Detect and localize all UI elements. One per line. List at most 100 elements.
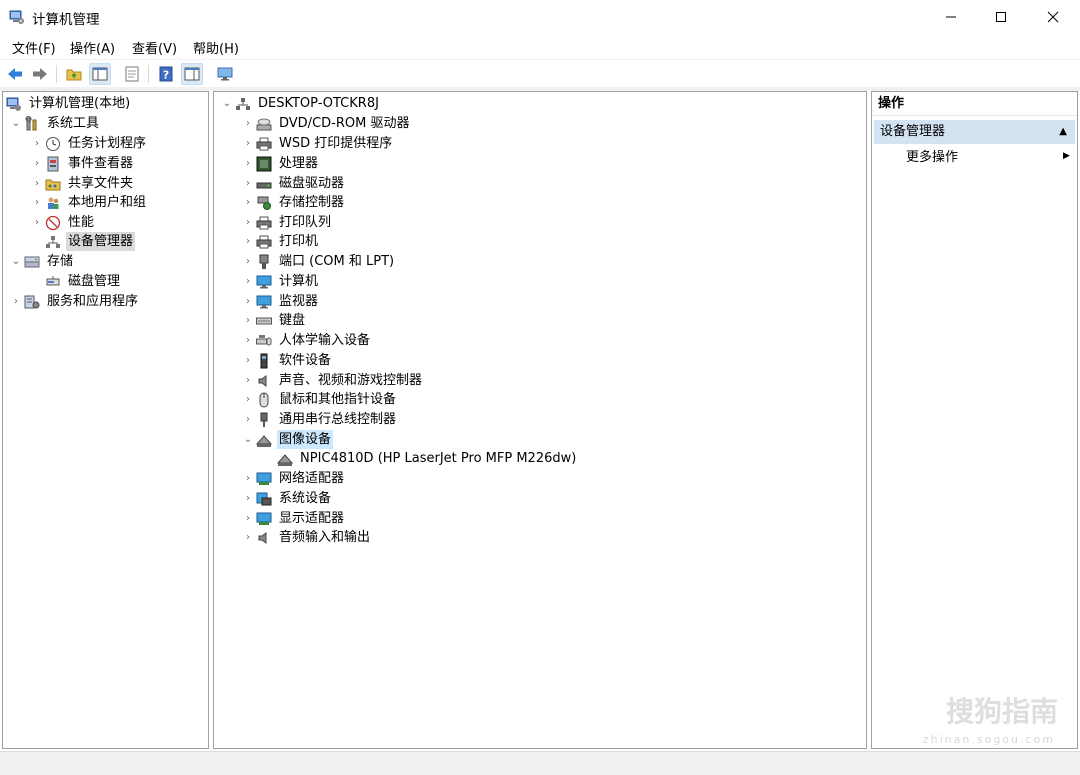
chevron-right-icon[interactable]: › <box>35 217 39 228</box>
scan-hardware-button[interactable] <box>214 63 236 85</box>
tree-item-performance[interactable]: › 性能 <box>30 213 96 232</box>
watermark-logo: 搜狗指南 <box>945 695 1058 728</box>
chevron-right-icon[interactable]: › <box>35 197 39 208</box>
tree-item-local-users-groups[interactable]: › 本地用户和组 <box>30 193 148 212</box>
disk-management-icon <box>44 273 62 291</box>
chevron-right-icon[interactable]: › <box>246 375 250 386</box>
chevron-right-icon[interactable]: › <box>246 355 250 366</box>
chevron-right-icon[interactable]: › <box>246 236 250 247</box>
tree-item-storage[interactable]: ⌄ 存储 <box>9 252 75 271</box>
close-icon <box>1047 11 1059 23</box>
device-category-keyboards[interactable]: › 键盘 <box>241 311 307 330</box>
tree-item-device-manager[interactable]: 设备管理器 <box>30 232 136 251</box>
close-button[interactable] <box>1028 0 1078 34</box>
performance-icon <box>44 214 62 232</box>
chevron-right-icon[interactable]: › <box>246 178 250 189</box>
help-button[interactable]: ? <box>155 63 177 85</box>
device-category-audio-io[interactable]: › 音频输入和输出 <box>241 528 372 547</box>
device-category-monitors[interactable]: › 监视器 <box>241 292 320 311</box>
imaging-device-icon <box>255 431 273 449</box>
device-category-computer[interactable]: › 计算机 <box>241 272 320 291</box>
chevron-down-icon[interactable]: ⌄ <box>11 118 21 129</box>
chevron-right-icon[interactable]: › <box>246 315 250 326</box>
back-button[interactable] <box>4 63 26 85</box>
tree-item-label: 性能 <box>68 215 95 230</box>
chevron-right-icon[interactable]: › <box>246 217 250 228</box>
tree-item-label: 系统工具 <box>47 116 100 131</box>
device-category-sound[interactable]: › 声音、视频和游戏控制器 <box>241 371 424 390</box>
chevron-right-icon[interactable]: › <box>35 158 39 169</box>
device-category-wsd-print[interactable]: › WSD 打印提供程序 <box>241 134 394 153</box>
chevron-right-icon[interactable]: › <box>246 138 250 149</box>
tree-item-system-tools[interactable]: ⌄ 系统工具 <box>9 114 101 133</box>
computer-management-icon <box>5 95 23 113</box>
device-root[interactable]: ⌄ DESKTOP-OTCKR8J <box>220 94 381 113</box>
chevron-down-icon[interactable]: ⌄ <box>11 256 21 267</box>
services-icon <box>23 293 41 311</box>
chevron-right-icon[interactable]: › <box>246 473 250 484</box>
chevron-right-icon[interactable]: › <box>246 513 250 524</box>
chevron-right-icon[interactable]: › <box>246 394 250 405</box>
chevron-right-icon[interactable]: › <box>246 335 250 346</box>
chevron-right-icon[interactable]: › <box>246 414 250 425</box>
more-actions-item[interactable]: 更多操作 <box>906 150 959 165</box>
chevron-down-icon[interactable]: ⌄ <box>222 98 232 109</box>
menu-view[interactable]: 查看(V) <box>132 42 178 57</box>
tree-item-services-applications[interactable]: › 服务和应用程序 <box>9 292 140 311</box>
show-hide-action-pane-button[interactable] <box>181 63 203 85</box>
clock-icon <box>44 135 62 153</box>
minimize-icon <box>946 16 956 18</box>
device-category-printers[interactable]: › 打印机 <box>241 232 320 251</box>
maximize-button[interactable] <box>976 0 1026 34</box>
chevron-right-icon[interactable]: › <box>246 158 250 169</box>
chevron-right-icon[interactable]: › <box>246 493 250 504</box>
properties-button[interactable] <box>121 63 143 85</box>
tree-item-shared-folders[interactable]: › 共享文件夹 <box>30 174 135 193</box>
menu-file[interactable]: 文件(F) <box>12 42 56 57</box>
minimize-button[interactable] <box>926 0 976 34</box>
device-category-storage-controllers[interactable]: › 存储控制器 <box>241 193 346 212</box>
menu-action[interactable]: 操作(A) <box>70 42 116 57</box>
device-category-print-queues[interactable]: › 打印队列 <box>241 213 333 232</box>
chevron-right-icon[interactable]: › <box>35 138 39 149</box>
tree-item-disk-management[interactable]: 磁盘管理 <box>30 272 122 291</box>
chevron-right-icon[interactable]: › <box>246 532 250 543</box>
chevron-right-icon[interactable]: › <box>35 178 39 189</box>
chevron-right-icon[interactable]: › <box>246 296 250 307</box>
tree-item-event-viewer[interactable]: › 事件查看器 <box>30 154 135 173</box>
monitor-scan-icon <box>217 67 233 81</box>
audio-io-icon <box>255 529 273 547</box>
chevron-right-icon[interactable]: › <box>246 197 250 208</box>
actions-section-label: 设备管理器 <box>880 124 946 139</box>
up-one-level-button[interactable] <box>63 63 85 85</box>
device-category-ports[interactable]: › 端口 (COM 和 LPT) <box>241 252 396 271</box>
device-item-hp-scanner[interactable]: NPIC4810D (HP LaserJet Pro MFP M226dw) <box>276 449 578 468</box>
device-category-dvd[interactable]: › DVD/CD-ROM 驱动器 <box>241 114 411 133</box>
device-category-display[interactable]: › 显示适配器 <box>241 509 346 528</box>
device-category-label: 人体学输入设备 <box>279 333 371 348</box>
device-category-hid[interactable]: › 人体学输入设备 <box>241 331 372 350</box>
menu-help[interactable]: 帮助(H) <box>193 42 239 57</box>
actions-section-device-manager[interactable]: 设备管理器 ▲ <box>874 120 1075 144</box>
tree-item-label: 共享文件夹 <box>68 176 134 191</box>
device-category-imaging[interactable]: ⌄ 图像设备 <box>241 430 334 449</box>
collapse-up-icon[interactable]: ▲ <box>1059 126 1067 137</box>
device-category-system[interactable]: › 系统设备 <box>241 489 333 508</box>
tree-item-task-scheduler[interactable]: › 任务计划程序 <box>30 134 148 153</box>
chevron-right-icon[interactable]: › <box>246 256 250 267</box>
forward-button[interactable] <box>29 63 51 85</box>
tree-item-computer-management[interactable]: 计算机管理(本地) <box>5 94 132 113</box>
chevron-right-icon[interactable]: › <box>246 118 250 129</box>
device-category-disk-drives[interactable]: › 磁盘驱动器 <box>241 174 346 193</box>
device-category-processor[interactable]: › 处理器 <box>241 154 320 173</box>
device-category-software-devices[interactable]: › 软件设备 <box>241 351 333 370</box>
chevron-right-icon[interactable]: › <box>14 296 18 307</box>
chevron-right-icon[interactable]: › <box>246 276 250 287</box>
chevron-down-icon[interactable]: ⌄ <box>243 434 253 445</box>
show-hide-console-tree-button[interactable] <box>89 63 111 85</box>
device-category-usb[interactable]: › 通用串行总线控制器 <box>241 410 398 429</box>
menu-bar: 文件(F) 操作(A) 查看(V) 帮助(H) <box>0 34 1080 59</box>
device-category-network[interactable]: › 网络适配器 <box>241 469 346 488</box>
device-category-mice[interactable]: › 鼠标和其他指针设备 <box>241 390 398 409</box>
device-category-label: 网络适配器 <box>279 471 345 486</box>
